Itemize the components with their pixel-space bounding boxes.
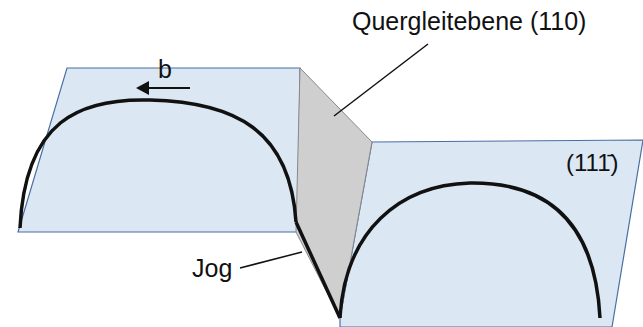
jog-segment — [296, 222, 340, 318]
plane-index-label: (111̄) — [566, 150, 618, 176]
dislocation-line-right — [340, 183, 600, 318]
burgers-vector-label: b — [158, 56, 172, 84]
arrow-head — [136, 81, 149, 95]
burgers-vector-arrow — [146, 87, 190, 89]
dislocation-line-left — [20, 100, 296, 228]
plane-label: Quergleitebene (110) — [352, 8, 586, 36]
glide-plane-left — [18, 68, 300, 232]
jog-label: Jog — [192, 255, 232, 283]
cross-slip-plane — [296, 68, 372, 318]
glide-plane-right — [340, 140, 643, 327]
leader-line — [240, 252, 302, 268]
leader-line — [334, 44, 428, 116]
